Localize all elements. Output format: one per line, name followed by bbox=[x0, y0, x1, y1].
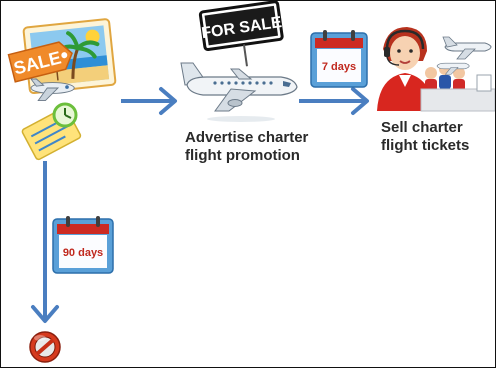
small-airplanes-icon bbox=[436, 36, 492, 75]
airplane-icon bbox=[180, 62, 298, 122]
for-sale-sign: FOR SALE bbox=[198, 1, 284, 67]
sell-caption: Sell charter flight tickets bbox=[381, 119, 470, 154]
calendar-7-days: 7 days bbox=[310, 30, 368, 88]
calendar-90-days-label: 90 days bbox=[63, 247, 103, 259]
arrow-sale-to-cancel bbox=[31, 161, 59, 323]
advertise-caption: Advertise charter flight promotion bbox=[185, 129, 309, 164]
no-entry-icon bbox=[29, 331, 61, 363]
arrow-sale-to-advertise bbox=[121, 87, 177, 115]
arrow-advertise-to-sell bbox=[299, 87, 369, 115]
calendar-90-days: 90 days bbox=[52, 216, 114, 274]
clipboard-clock-icon bbox=[21, 102, 82, 161]
calendar-7-days-label: 7 days bbox=[322, 61, 356, 73]
ticket-agent-icon bbox=[377, 27, 495, 112]
